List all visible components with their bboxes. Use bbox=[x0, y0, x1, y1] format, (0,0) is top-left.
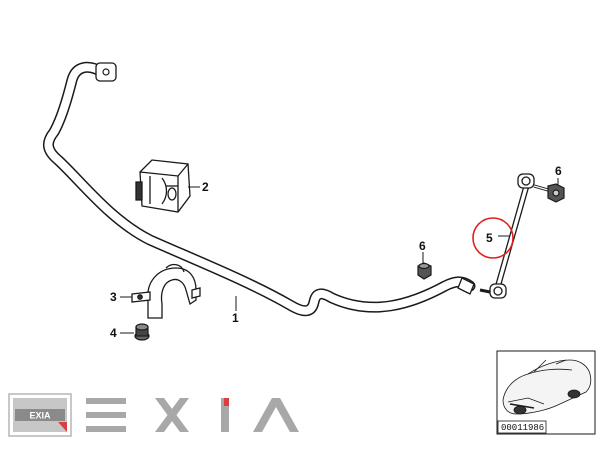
bracket[interactable] bbox=[131, 263, 201, 319]
stabilizer-bar[interactable] bbox=[43, 61, 476, 317]
car-illustration bbox=[502, 359, 592, 415]
watermark-badge: EXIA bbox=[8, 393, 72, 437]
callout-6-bar[interactable]: 6 bbox=[419, 239, 426, 253]
leader-lines bbox=[120, 178, 559, 334]
vehicle-thumbnail[interactable]: 00011986 bbox=[496, 350, 596, 435]
callout-6-link[interactable]: 6 bbox=[555, 164, 562, 178]
watermark: EXIA bbox=[8, 393, 299, 437]
svg-text:EXIA: EXIA bbox=[29, 411, 51, 421]
watermark-wordmark bbox=[86, 398, 299, 432]
callout-4[interactable]: 4 bbox=[110, 326, 117, 340]
bar-nut[interactable] bbox=[417, 262, 432, 280]
callout-2[interactable]: 2 bbox=[202, 180, 209, 194]
link-nut[interactable] bbox=[547, 183, 565, 203]
callout-3[interactable]: 3 bbox=[110, 290, 117, 304]
thumbnail-code: 00011986 bbox=[501, 423, 544, 433]
rubber-mounting[interactable] bbox=[135, 159, 191, 213]
callout-1[interactable]: 1 bbox=[232, 311, 239, 325]
callout-5[interactable]: 5 bbox=[486, 231, 493, 245]
highlight-circle bbox=[472, 217, 514, 259]
collar-nut[interactable] bbox=[134, 323, 150, 341]
stabilizer-link[interactable] bbox=[479, 173, 549, 299]
